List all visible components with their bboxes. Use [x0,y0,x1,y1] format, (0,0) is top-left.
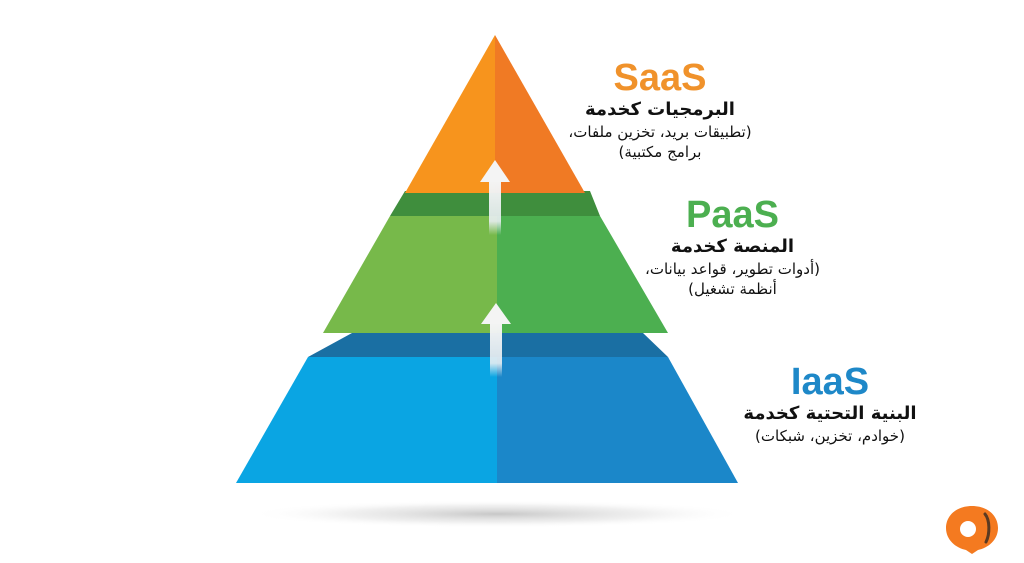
paas-description-line1: (أدوات تطوير، قواعد بيانات، [645,260,820,278]
saas-front-right [495,35,585,193]
saas-title: SaaS [613,57,707,99]
arrow-iaas-to-paas [481,303,511,377]
iaas-subtitle: البنية التحتية كخدمة [743,403,917,424]
paas-front-right [497,216,668,333]
saas-subtitle: البرمجيات كخدمة [585,99,735,120]
iaas-title: IaaS [790,361,870,403]
iaas-front-left [236,357,497,483]
saas-layer [405,35,585,193]
saas-description-line1: (تطبيقات بريد، تخزين ملفات، [568,123,752,141]
saas-front-left [405,35,495,193]
paas-front-left [323,216,497,333]
iaas-top-face [308,333,668,357]
saas-label: SaaS البرمجيات كخدمة (تطبيقات بريد، تخزي… [565,58,755,162]
paas-layer [323,191,668,333]
iaas-front-right [497,357,738,483]
paas-title: PaaS [686,194,779,236]
iaas-layer [236,333,738,483]
iaas-description-line1: (خوادم، تخزين، شبكات) [755,427,905,445]
arrow-paas-to-saas [480,160,510,235]
saas-description-line2: برامج مكتبية) [618,143,702,161]
orange-donut-logo-icon [942,504,1002,554]
pyramid-shadow [247,500,747,528]
paas-subtitle: المنصة كخدمة [670,236,795,257]
paas-description-line2: أنظمة تشغيل) [688,280,777,298]
iaas-label: IaaS البنية التحتية كخدمة (خوادم، تخزين،… [740,362,920,446]
paas-label: PaaS المنصة كخدمة (أدوات تطوير، قواعد بي… [640,195,825,299]
